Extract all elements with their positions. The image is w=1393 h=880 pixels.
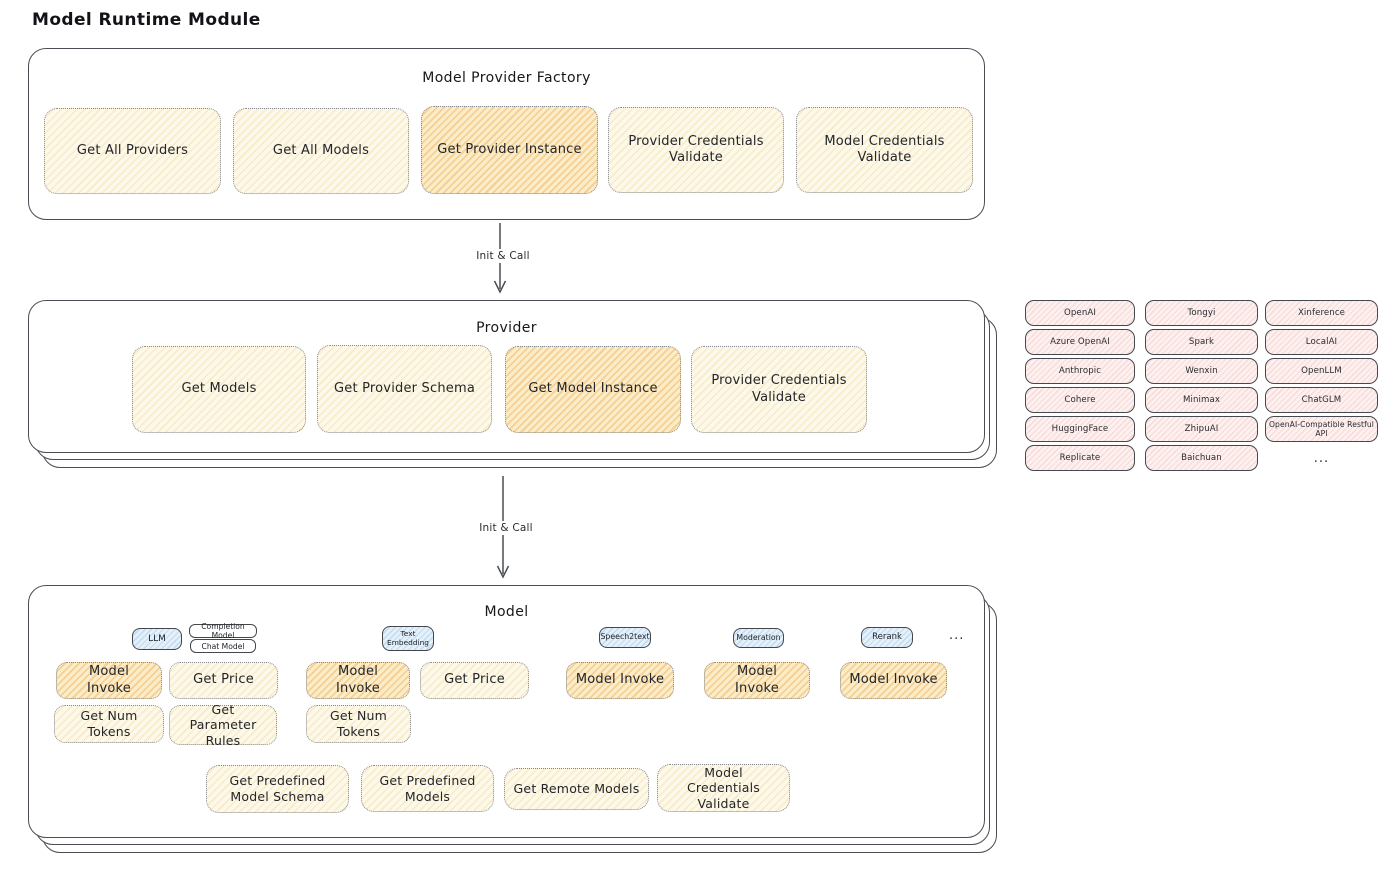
- provider-pill-minimax: Minimax: [1145, 387, 1258, 413]
- provider-pill-baichuan: Baichuan: [1145, 445, 1258, 471]
- get-all-providers-shape: Get All Providers: [44, 108, 221, 194]
- provider-pill-openai-compatible: OpenAI-Compatible Restful API: [1265, 416, 1378, 442]
- provider-box: Provider Get Models Get Provider Schema …: [28, 300, 997, 468]
- get-predefined-model-schema-shape: Get Predefined Model Schema: [206, 765, 349, 813]
- tag-rerank: Rerank: [861, 627, 913, 648]
- model-box: Model LLM Completion Model Chat Model Te…: [28, 585, 997, 853]
- provider-pill-zhipuai: ZhipuAI: [1145, 416, 1258, 442]
- provider-pill-spark: Spark: [1145, 329, 1258, 355]
- provider-list-more: ...: [1313, 450, 1330, 466]
- llm-get-price-shape: Get Price: [169, 662, 278, 699]
- moderation-model-invoke-shape: Model Invoke: [704, 662, 810, 699]
- get-models-shape: Get Models: [132, 346, 306, 433]
- provider-credentials-validate-shape-2: Provider Credentials Validate: [691, 346, 867, 433]
- rerank-model-invoke-shape: Model Invoke: [840, 662, 947, 699]
- model-credentials-validate-shape-2: Model Credentials Validate: [657, 764, 790, 812]
- tag-text-embedding: Text Embedding: [382, 626, 434, 651]
- init-call-label-2: Init & Call: [465, 521, 547, 535]
- llm-model-invoke-shape: Model Invoke: [56, 662, 162, 699]
- model-provider-factory-box: Model Provider Factory Get All Providers…: [28, 48, 985, 220]
- provider-pill-openai: OpenAI: [1025, 300, 1135, 326]
- provider-pill-wenxin: Wenxin: [1145, 358, 1258, 384]
- s2t-model-invoke-shape: Model Invoke: [566, 662, 674, 699]
- get-all-models-shape: Get All Models: [233, 108, 409, 194]
- model-title: Model: [484, 604, 529, 620]
- provider-pill-openllm: OpenLLM: [1265, 358, 1378, 384]
- provider-title: Provider: [476, 320, 537, 336]
- llm-get-parameter-rules-shape: Get Parameter Rules: [169, 702, 277, 748]
- model-tags-more: ...: [949, 628, 965, 643]
- tag-llm: LLM: [132, 628, 182, 650]
- get-provider-schema-shape: Get Provider Schema: [317, 345, 492, 433]
- tag-chat-model: Chat Model: [190, 639, 256, 653]
- provider-pill-huggingface: HuggingFace: [1025, 416, 1135, 442]
- tag-speech2text: Speech2text: [599, 627, 651, 648]
- provider-pill-localai: LocalAI: [1265, 329, 1378, 355]
- get-model-instance-shape: Get Model Instance: [505, 346, 681, 433]
- provider-pill-tongyi: Tongyi: [1145, 300, 1258, 326]
- provider-pill-anthropic: Anthropic: [1025, 358, 1135, 384]
- get-provider-instance-shape: Get Provider Instance: [421, 106, 598, 194]
- page-title: Model Runtime Module: [32, 10, 261, 30]
- init-call-label-1: Init & Call: [462, 249, 544, 263]
- provider-list: OpenAI Azure OpenAI Anthropic Cohere Hug…: [1025, 300, 1380, 475]
- llm-get-num-tokens-shape: Get Num Tokens: [54, 705, 164, 743]
- provider-pill-cohere: Cohere: [1025, 387, 1135, 413]
- provider-pill-azure-openai: Azure OpenAI: [1025, 329, 1135, 355]
- te-get-price-shape: Get Price: [420, 662, 529, 699]
- provider-pill-replicate: Replicate: [1025, 445, 1135, 471]
- model-provider-factory-title: Model Provider Factory: [422, 70, 591, 86]
- te-model-invoke-shape: Model Invoke: [306, 662, 410, 699]
- get-remote-models-shape: Get Remote Models: [504, 768, 649, 810]
- model-credentials-validate-shape: Model Credentials Validate: [796, 107, 973, 193]
- tag-moderation: Moderation: [733, 628, 784, 648]
- provider-credentials-validate-shape: Provider Credentials Validate: [608, 107, 784, 193]
- get-predefined-models-shape: Get Predefined Models: [361, 765, 494, 812]
- provider-pill-xinference: Xinference: [1265, 300, 1378, 326]
- te-get-num-tokens-shape: Get Num Tokens: [306, 705, 411, 743]
- tag-completion-model: Completion Model: [189, 622, 257, 640]
- provider-pill-chatglm: ChatGLM: [1265, 387, 1378, 413]
